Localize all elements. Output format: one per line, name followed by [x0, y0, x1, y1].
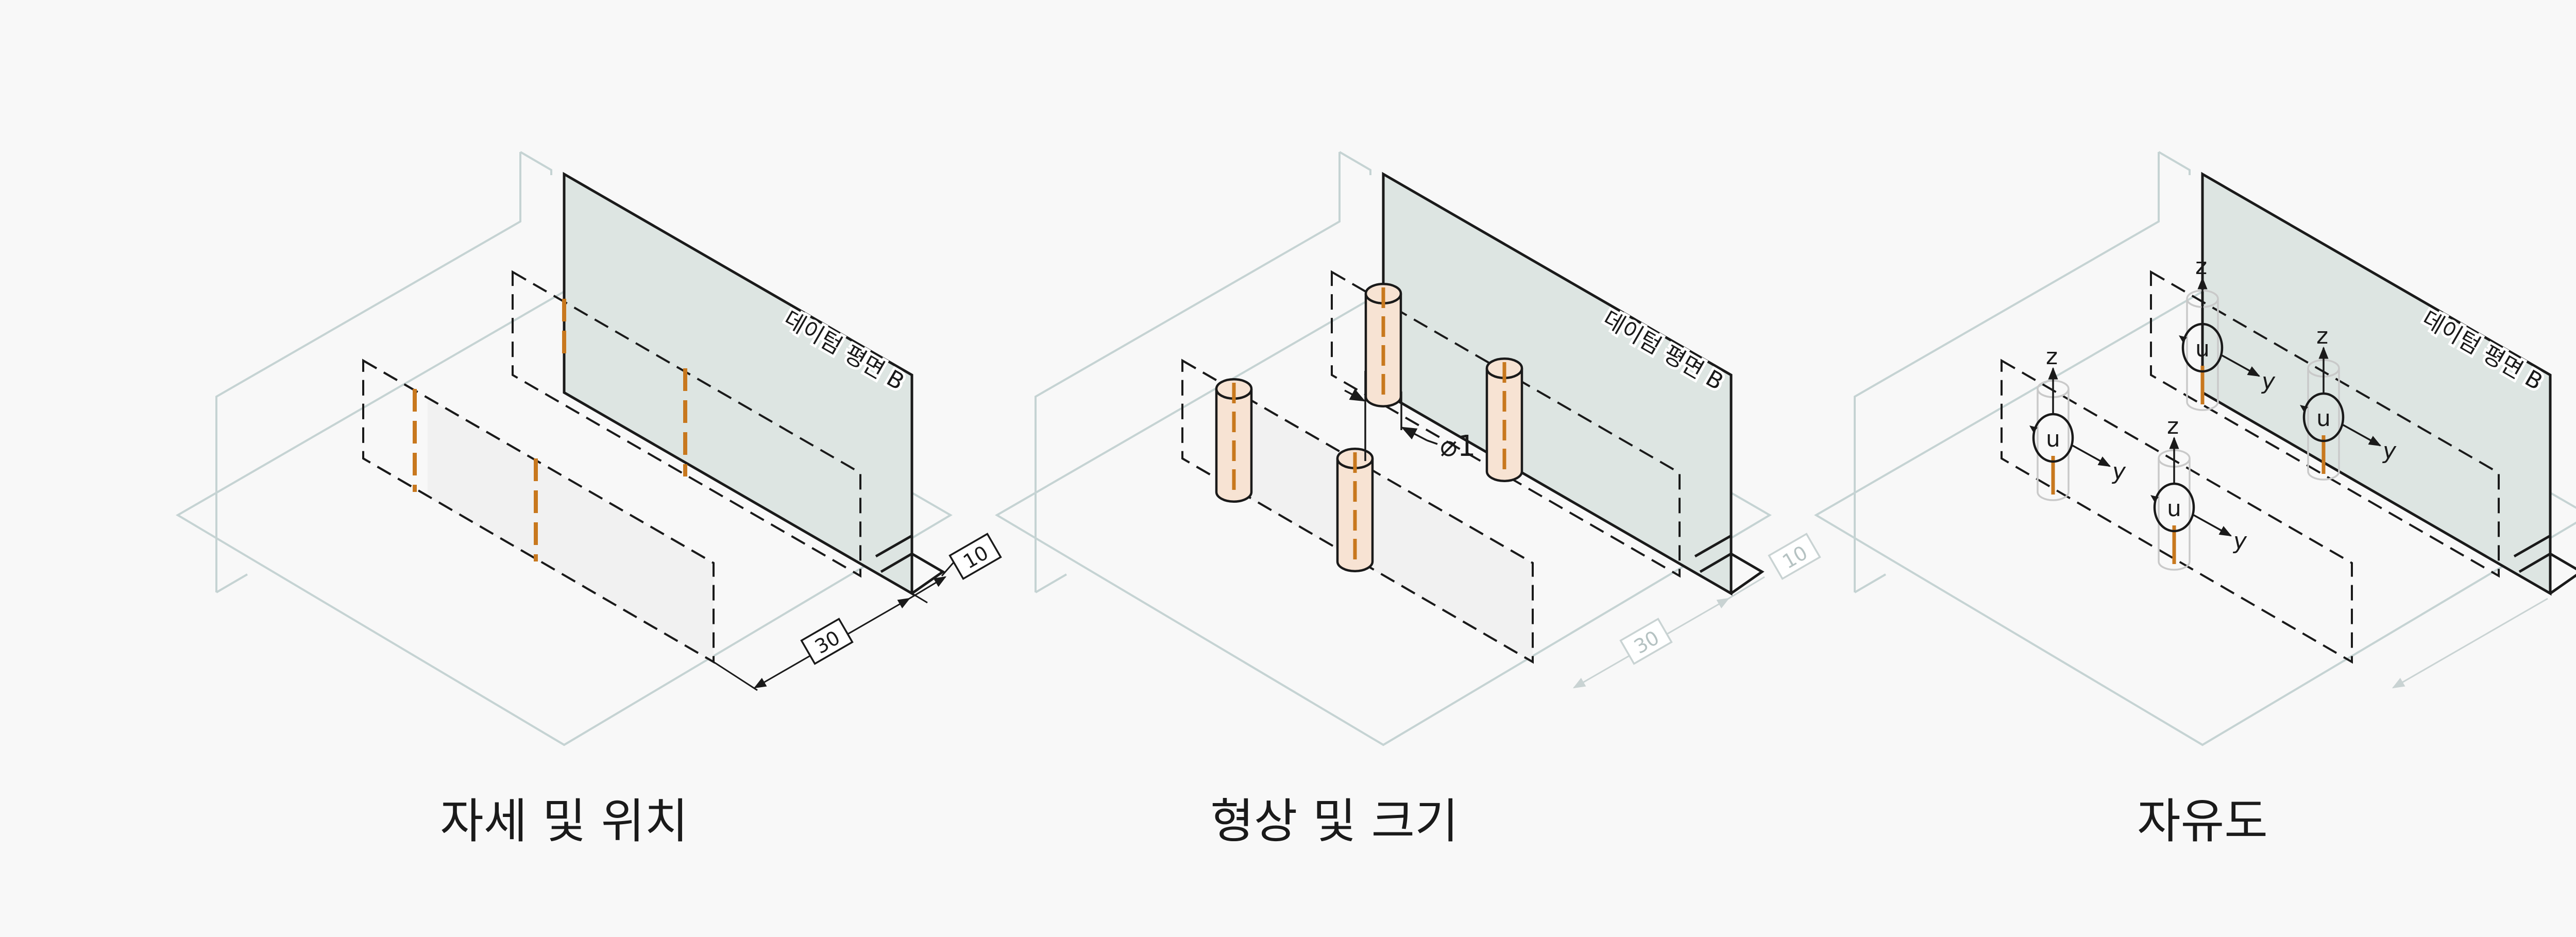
dof-y-label: y — [2232, 528, 2247, 554]
faint-box-10: 10 — [1768, 533, 1821, 580]
datum-plane-a — [1854, 152, 2160, 592]
datum-plane-a-base — [215, 573, 248, 593]
dof-y-label: y — [2382, 438, 2397, 464]
dof-u-label: u — [2046, 426, 2060, 452]
caption-form-size: 형상 및 크기 — [1210, 794, 1459, 849]
dof-y-arrow — [2343, 424, 2382, 447]
datum-plane-a-edge — [2158, 151, 2191, 175]
dof-u-label: u — [2316, 405, 2331, 432]
faint-dimension-10 — [1728, 576, 1765, 600]
dof-back-left: z u y — [2179, 253, 2276, 411]
cylinder-front-right — [1336, 448, 1374, 572]
dof-rotation-ring — [2153, 482, 2195, 533]
panel-3: 데이텀 평면 Bzuyzuyzuyzuy30 — [1814, 151, 2576, 746]
datum-plane-b-foot-edge — [1694, 534, 1732, 558]
faint-dimension — [2392, 598, 2548, 689]
tolerance-zone-back — [512, 270, 861, 578]
diameter-arrow-1 — [1344, 388, 1366, 402]
tolerance-zone-shade — [428, 399, 714, 662]
dof-front-left: z u y — [2029, 344, 2126, 501]
caption-degrees-of-freedom: 자유도 — [2137, 794, 2268, 849]
faint-box-10-box — [1768, 533, 1821, 580]
dof-u-label: u — [2195, 336, 2210, 362]
tolerance-zone-back — [1331, 270, 1681, 578]
dof-z-label: z — [2167, 413, 2179, 439]
dof-rotation-ring — [2181, 322, 2224, 373]
dimension-30-box — [800, 618, 854, 665]
datum-plane-b-foot-edge — [875, 534, 913, 558]
dof-y-arrow — [2072, 445, 2111, 467]
faint-box-30-box — [1619, 618, 1673, 665]
dof-y-label: y — [2111, 458, 2126, 485]
dof-z-label: z — [2046, 344, 2058, 370]
dof-rotation-arrow — [2150, 495, 2159, 502]
ground-plane — [176, 290, 953, 746]
dof-z-label: z — [2316, 323, 2328, 349]
tolerance-zone-back — [2150, 270, 2500, 578]
datum-plane-a-base — [1854, 573, 1887, 593]
dof-z-label: z — [2195, 253, 2207, 280]
dimension-10-box — [948, 533, 1002, 580]
datum-plane-b-foot — [2518, 552, 2576, 595]
ground-plane — [1814, 290, 2576, 746]
dof-front-right: z u y — [2150, 413, 2247, 571]
datum-plane-b-foot — [1699, 552, 1765, 595]
dof-rotation-arrow — [2179, 335, 2187, 343]
dof-back-right: z u y — [2300, 323, 2397, 481]
dof-rotation-ring — [2032, 413, 2074, 463]
dof-y-arrow — [2222, 354, 2261, 377]
datum-plane-a — [215, 152, 521, 592]
dof-rotation-arrow — [2300, 405, 2308, 412]
cylinder-back-right — [1485, 357, 1523, 482]
dof-u-label: u — [2167, 496, 2181, 522]
cylinder-back-left — [1364, 283, 1402, 407]
diameter-leader — [1427, 439, 1438, 445]
dimension-10: 10 — [948, 533, 1002, 580]
datum-plane-b-foot — [880, 552, 945, 595]
datum-plane-a-edge — [519, 151, 552, 175]
dof-y-arrow — [2193, 514, 2232, 537]
diameter-arrow-2 — [1401, 427, 1428, 441]
extension-line-1 — [713, 661, 758, 691]
datum-plane-b-foot-edge — [2513, 534, 2551, 558]
tolerance-zone-front-outline — [1181, 359, 1534, 664]
datum-plane-a-base — [1035, 573, 1067, 593]
dof-rotation-arrow — [2029, 425, 2038, 433]
dimension-line-10 — [909, 576, 947, 600]
datum-plane-a — [1035, 152, 1341, 592]
tolerance-zone-front — [2001, 359, 2353, 664]
ground-plane — [995, 290, 1772, 746]
diameter-label: ⌀1 — [1440, 430, 1476, 463]
datum-plane-a-edge — [1338, 151, 1371, 175]
dof-y-label: y — [2261, 368, 2276, 395]
caption-orientation-location: 자세 및 위치 — [440, 794, 688, 849]
cylinder-front-left — [1215, 378, 1253, 503]
dof-rotation-ring — [2302, 392, 2345, 442]
tolerance-zone-shade — [1247, 399, 1533, 662]
